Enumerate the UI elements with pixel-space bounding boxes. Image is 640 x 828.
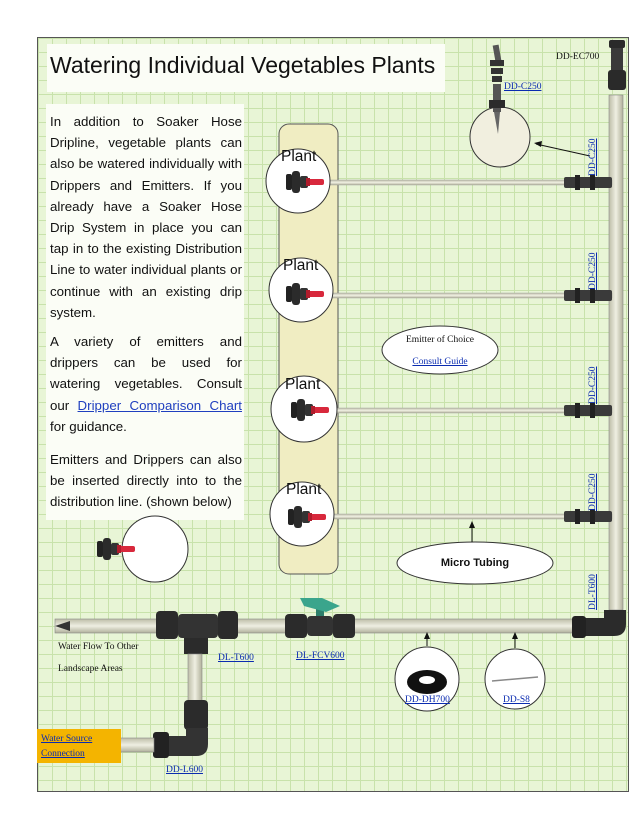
source-tube (119, 737, 155, 753)
page-title: Watering Individual Vegetables Plants (50, 52, 436, 78)
end-closure-fitting (608, 40, 626, 90)
micro-tubing-bubble (396, 541, 554, 585)
stake-circle (469, 106, 531, 168)
label-dd-c250-4[interactable]: DD-C250 (588, 473, 598, 511)
plant-label-4: Plant (286, 481, 322, 498)
intro-paragraph: In addition to Soaker Hose Dripline, veg… (50, 114, 242, 320)
connectors (564, 175, 612, 524)
dripper-paragraph: A variety of emitters and drippers can b… (50, 334, 242, 434)
stake-pin-arrow-icon (512, 632, 518, 639)
label-dl-t600[interactable]: DL-T600 (218, 653, 254, 663)
label-dd-dh700[interactable]: DD-DH700 (405, 695, 450, 705)
dripper-comparison-link[interactable]: Dripper Comparison Chart (77, 397, 242, 413)
inline-paragraph: Emitters and Drippers can also be insert… (50, 452, 242, 510)
tubing-coil-icon (407, 670, 447, 694)
plant-label-2: Plant (283, 257, 319, 274)
micro-tubing-arrow-icon (469, 521, 475, 528)
planting-bed (278, 123, 339, 575)
label-dl-t600-right[interactable]: DL-T600 (588, 574, 598, 610)
distribution-line-vertical (608, 94, 624, 611)
riser-tube (187, 653, 203, 705)
emitter-choice-bubble (381, 325, 499, 375)
micro-tubing-label: Micro Tubing (440, 557, 510, 569)
title-panel (47, 44, 445, 92)
label-dd-c250-1[interactable]: DD-C250 (588, 138, 598, 176)
elbow-fitting-left (153, 700, 208, 758)
plant-label-1: Plant (281, 148, 317, 165)
tee-fitting (156, 611, 238, 654)
plant-label-3: Plant (285, 376, 321, 393)
label-landscape-areas: Landscape Areas (58, 664, 123, 674)
coil-arrow-icon (424, 632, 430, 639)
intro-panel (46, 104, 244, 520)
stake-pointer-arrow-icon (534, 141, 542, 147)
consult-guide-link[interactable]: Consult Guide (412, 357, 468, 367)
emitter-choice-title: Emitter of Choice (405, 335, 475, 345)
stake-emitter-icon (489, 44, 505, 134)
label-dd-l600[interactable]: DD-L600 (166, 765, 203, 775)
water-source-link[interactable]: Water Source Connection (41, 734, 93, 759)
water-source-box (37, 729, 121, 763)
label-dd-s8[interactable]: DD-S8 (503, 695, 530, 705)
flow-arrow-icon (55, 621, 70, 631)
flow-control-valve (285, 598, 355, 638)
stake-pin-icon (491, 676, 539, 682)
elbow-fitting-right (572, 610, 626, 638)
label-dd-c250-2[interactable]: DD-C250 (588, 252, 598, 290)
label-dd-c250-3[interactable]: DD-C250 (588, 366, 598, 404)
label-dd-c250-top[interactable]: DD-C250 (504, 82, 542, 92)
label-dd-ec700: DD-EC700 (556, 52, 600, 62)
stake-pointer-line (535, 143, 591, 157)
label-dl-fcv600[interactable]: DL-FCV600 (296, 651, 345, 661)
label-water-flow: Water Flow To Other (58, 642, 139, 652)
